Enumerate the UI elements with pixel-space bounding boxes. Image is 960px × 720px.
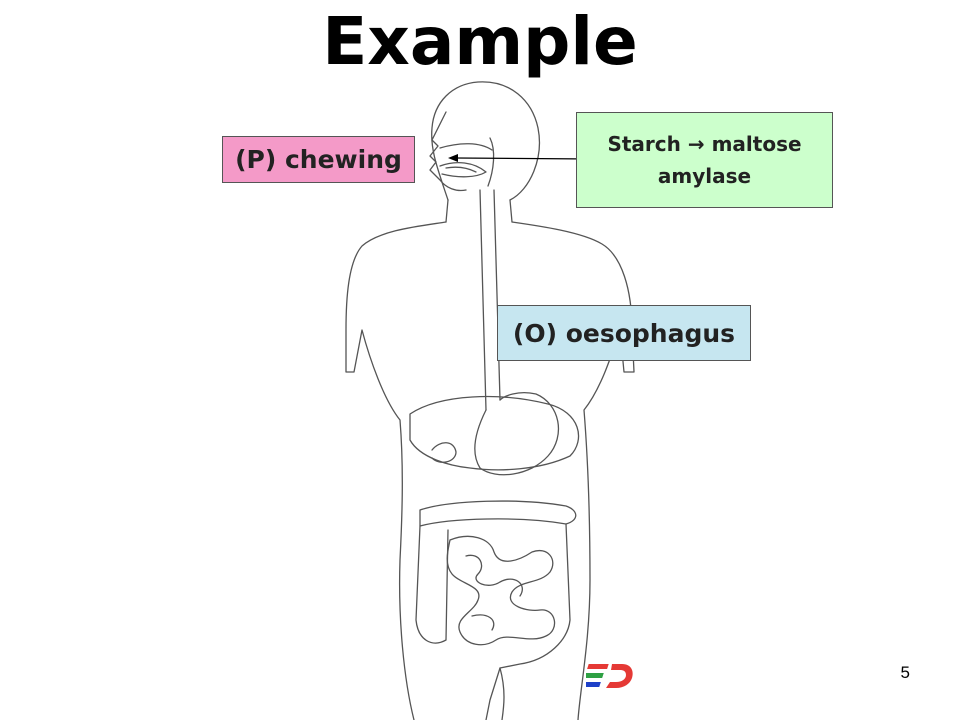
face-profile xyxy=(429,111,467,192)
rectum xyxy=(499,667,505,720)
slide-title: Example xyxy=(322,3,638,80)
mouth-cavity xyxy=(439,161,487,178)
chewing-label: (P) chewing xyxy=(222,136,415,183)
stomach xyxy=(474,392,560,476)
ed-logo-d xyxy=(606,664,633,688)
amylase-text: amylase xyxy=(657,164,752,188)
descending-colon xyxy=(485,523,571,720)
transverse-colon xyxy=(419,500,577,527)
small-intestine-inner xyxy=(465,554,523,631)
torso-outline xyxy=(345,221,447,720)
oesophagus-tube xyxy=(479,189,501,411)
neck-right xyxy=(509,199,513,223)
liver xyxy=(409,395,580,471)
nasal-cavity xyxy=(439,143,493,151)
oesophagus-label: (O) oesophagus xyxy=(497,305,751,361)
tongue xyxy=(445,166,477,173)
neck-left xyxy=(445,199,449,223)
amylase-pointer-line xyxy=(455,157,593,160)
ascending-colon xyxy=(415,525,449,644)
ed-logo-e xyxy=(586,664,609,687)
torso-outline-right xyxy=(511,221,635,720)
small-intestine xyxy=(446,535,556,646)
pharynx xyxy=(487,137,495,187)
amylase-pointer-arrowhead xyxy=(448,154,458,162)
page-number: 5 xyxy=(900,663,910,682)
starch-maltose-text: Starch → maltose xyxy=(607,132,802,156)
gallbladder xyxy=(431,442,457,463)
ed-logo xyxy=(586,664,633,688)
starch-maltose-label: Starch → maltose amylase xyxy=(576,112,833,208)
head-outline xyxy=(431,81,540,201)
